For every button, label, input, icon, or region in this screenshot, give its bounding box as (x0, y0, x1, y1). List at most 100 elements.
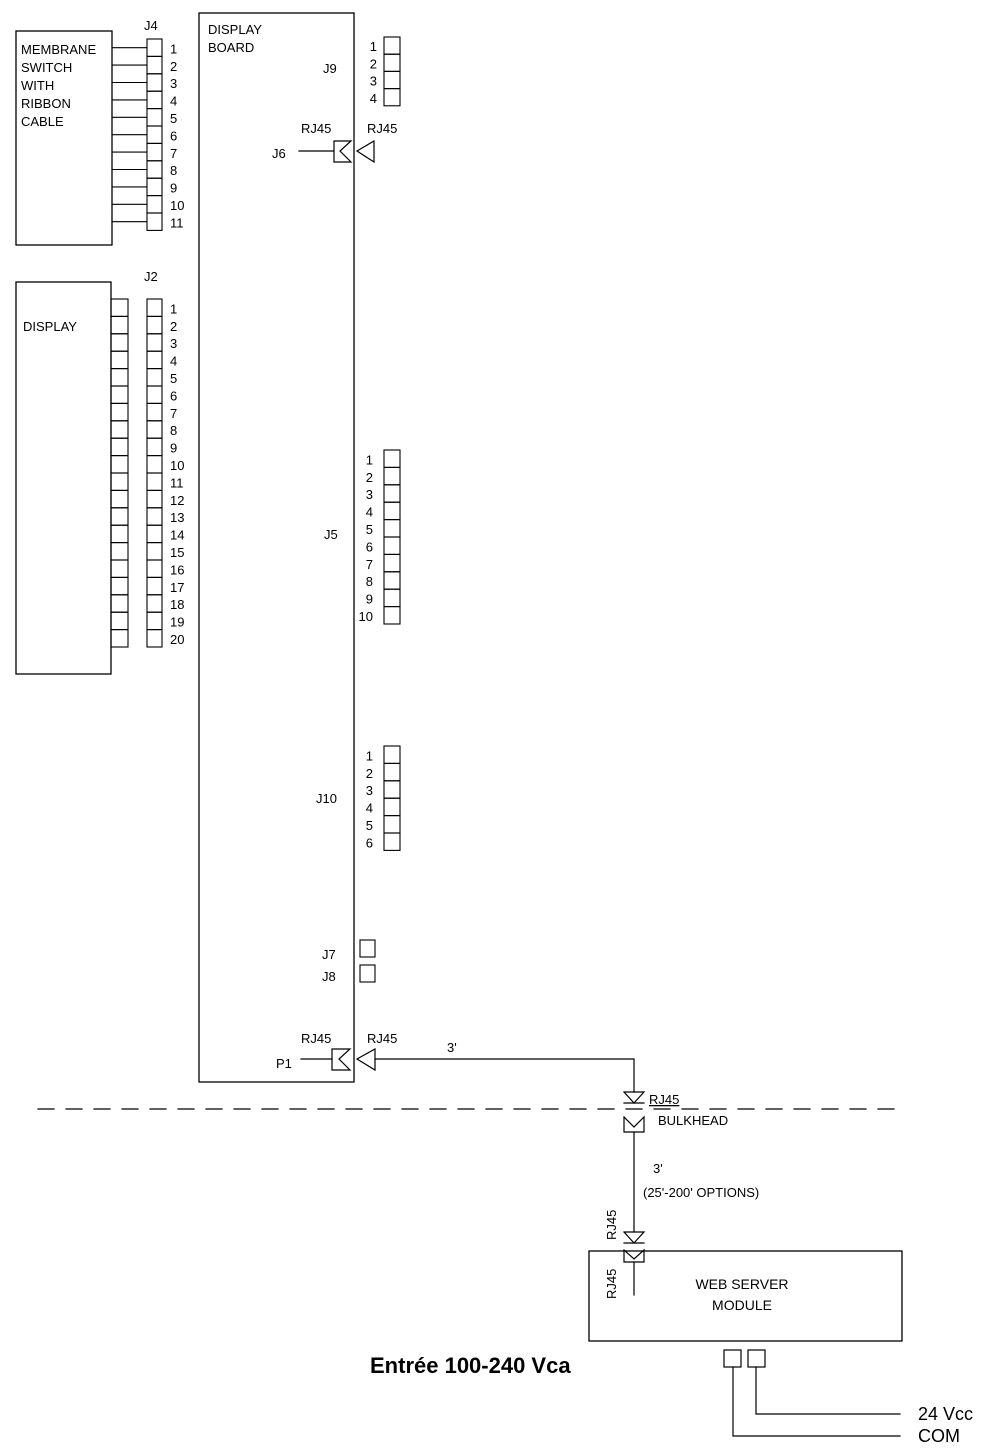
connector-j9-pin-2 (383, 53, 401, 72)
connector-j4-pin-7 (146, 142, 163, 162)
connector-j2-pin-2 (146, 315, 163, 335)
membrane-label-line4: RIBBON (21, 96, 71, 111)
connector-j5-pin-5 (383, 519, 401, 538)
connector-j5-pin-label: 4 (366, 505, 373, 520)
connector-j8 (359, 964, 376, 983)
power-input-label: Entrée 100-240 Vca (370, 1353, 571, 1378)
connector-j5-pin-4 (383, 501, 401, 521)
connector-j2-pin-label: 12 (170, 493, 184, 508)
connector-j10-label: J10 (316, 791, 337, 806)
display-pin (110, 368, 129, 387)
connector-j9-label: J9 (323, 61, 337, 76)
connector-j6 (298, 140, 375, 164)
display-pin (110, 507, 129, 526)
connector-j10-pin-label: 2 (366, 766, 373, 781)
connector-j10-pin-6 (383, 832, 401, 851)
cable-run (374, 1058, 635, 1296)
display-pin (110, 629, 129, 648)
connector-j5-pin-label: 1 (366, 452, 373, 467)
display-side-pins (110, 298, 129, 648)
connector-j4-pin-label: 5 (170, 111, 177, 126)
connector-j2-pin-label: 13 (170, 510, 184, 525)
display-pin (110, 385, 129, 404)
connector-j2-pin-16 (146, 559, 163, 578)
connector-j2-pin-19 (146, 611, 163, 631)
web-server-module: WEB SERVER MODULE (588, 1250, 903, 1342)
display-pin (110, 298, 129, 317)
connector-j4-pin-10 (146, 195, 163, 214)
connector-j2-pin-label: 17 (170, 580, 184, 595)
connector-j10-pin-label: 6 (366, 835, 373, 850)
connector-j2-pin-14 (146, 524, 163, 544)
cable-length-label-1: 3' (447, 1040, 457, 1055)
connector-j4-pin-6 (146, 125, 163, 144)
connector-j2-pin-3 (146, 333, 163, 352)
web-server-rj45-label-inner: RJ45 (604, 1269, 619, 1299)
connector-j2-pin-label: 1 (170, 301, 177, 316)
display-pin (110, 559, 129, 578)
connector-j2-pin-label: 3 (170, 336, 177, 351)
cable-p1-to-bulkhead (374, 1058, 635, 1093)
connector-j10-pin-label: 1 (366, 748, 373, 763)
j6-rj45-right-label: RJ45 (367, 121, 397, 136)
connector-j2-pin-4 (146, 350, 163, 370)
connector-j10-pin-label: 3 (366, 783, 373, 798)
connector-j9-pin-label: 3 (370, 74, 377, 89)
power-terminal-com (723, 1349, 742, 1368)
connector-j4-pin-label: 8 (170, 163, 177, 178)
display-pin (110, 333, 129, 352)
connector-j4-pin-4 (146, 90, 163, 110)
connector-j10-pin-label: 5 (366, 818, 373, 833)
connector-j2-pin-6 (146, 385, 163, 404)
connector-j2-pin-9 (146, 437, 163, 457)
display-pin (110, 489, 129, 509)
connector-j8-label: J8 (322, 969, 336, 984)
connector-j2-pin-label: 5 (170, 371, 177, 386)
p1-rj45-right-label: RJ45 (367, 1031, 397, 1046)
connector-j10-pin-5 (383, 815, 401, 834)
connector-j9-pin-label: 1 (370, 39, 377, 54)
connector-j2-pin-label: 16 (170, 562, 184, 577)
connector-j4-pin-label: 9 (170, 181, 177, 196)
connector-j4-pin-11 (146, 212, 163, 231)
display-pin (110, 437, 129, 457)
display-pin (110, 576, 129, 596)
connector-j4-pin-9 (146, 177, 163, 197)
membrane-label-line3: WITH (21, 78, 54, 93)
j4-ribbon-wires (111, 47, 148, 223)
connector-j4-pin-label: 6 (170, 128, 177, 143)
connector-j9-pin-3 (383, 70, 401, 90)
membrane-switch-box (15, 30, 113, 246)
connector-j4-pin-label: 4 (170, 94, 177, 109)
display-pin (110, 402, 129, 422)
connector-j6-label: J6 (272, 146, 286, 161)
connector-j4-pin-label: 7 (170, 146, 177, 161)
connector-j4-pin-label: 10 (170, 198, 184, 213)
web-server-rj45-connector (623, 1231, 646, 1263)
connector-j5-pin-label: 10 (359, 609, 373, 624)
connector-j4-label: J4 (144, 18, 158, 33)
connector-p1-label: P1 (276, 1056, 292, 1071)
display-pin (110, 542, 129, 561)
connector-j5-pin-label: 8 (366, 574, 373, 589)
connector-j2-pin-label: 18 (170, 597, 184, 612)
wire-com (732, 1366, 901, 1437)
connector-j5-pin-label: 9 (366, 592, 373, 607)
connector-j2-pin-label: 4 (170, 354, 177, 369)
connector-j10-pin-1 (383, 745, 401, 764)
connector-j5-pin-10 (383, 606, 401, 625)
connector-j2-pin-8 (146, 420, 163, 439)
cable-options-label: (25'-200' OPTIONS) (643, 1185, 759, 1200)
bulkhead-connector (623, 1091, 646, 1133)
display-board-box (198, 12, 355, 1083)
bulkhead-rj45-label: RJ45 (649, 1092, 679, 1107)
j6-rj45-left-label: RJ45 (301, 121, 331, 136)
connector-j7-label: J7 (322, 947, 336, 962)
power-com-label: COM (918, 1426, 960, 1446)
connector-j5-pin-7 (383, 553, 401, 573)
membrane-switch: MEMBRANE SWITCH WITH RIBBON CABLE J4 123… (15, 18, 184, 246)
web-server-label-line2: MODULE (712, 1297, 772, 1313)
